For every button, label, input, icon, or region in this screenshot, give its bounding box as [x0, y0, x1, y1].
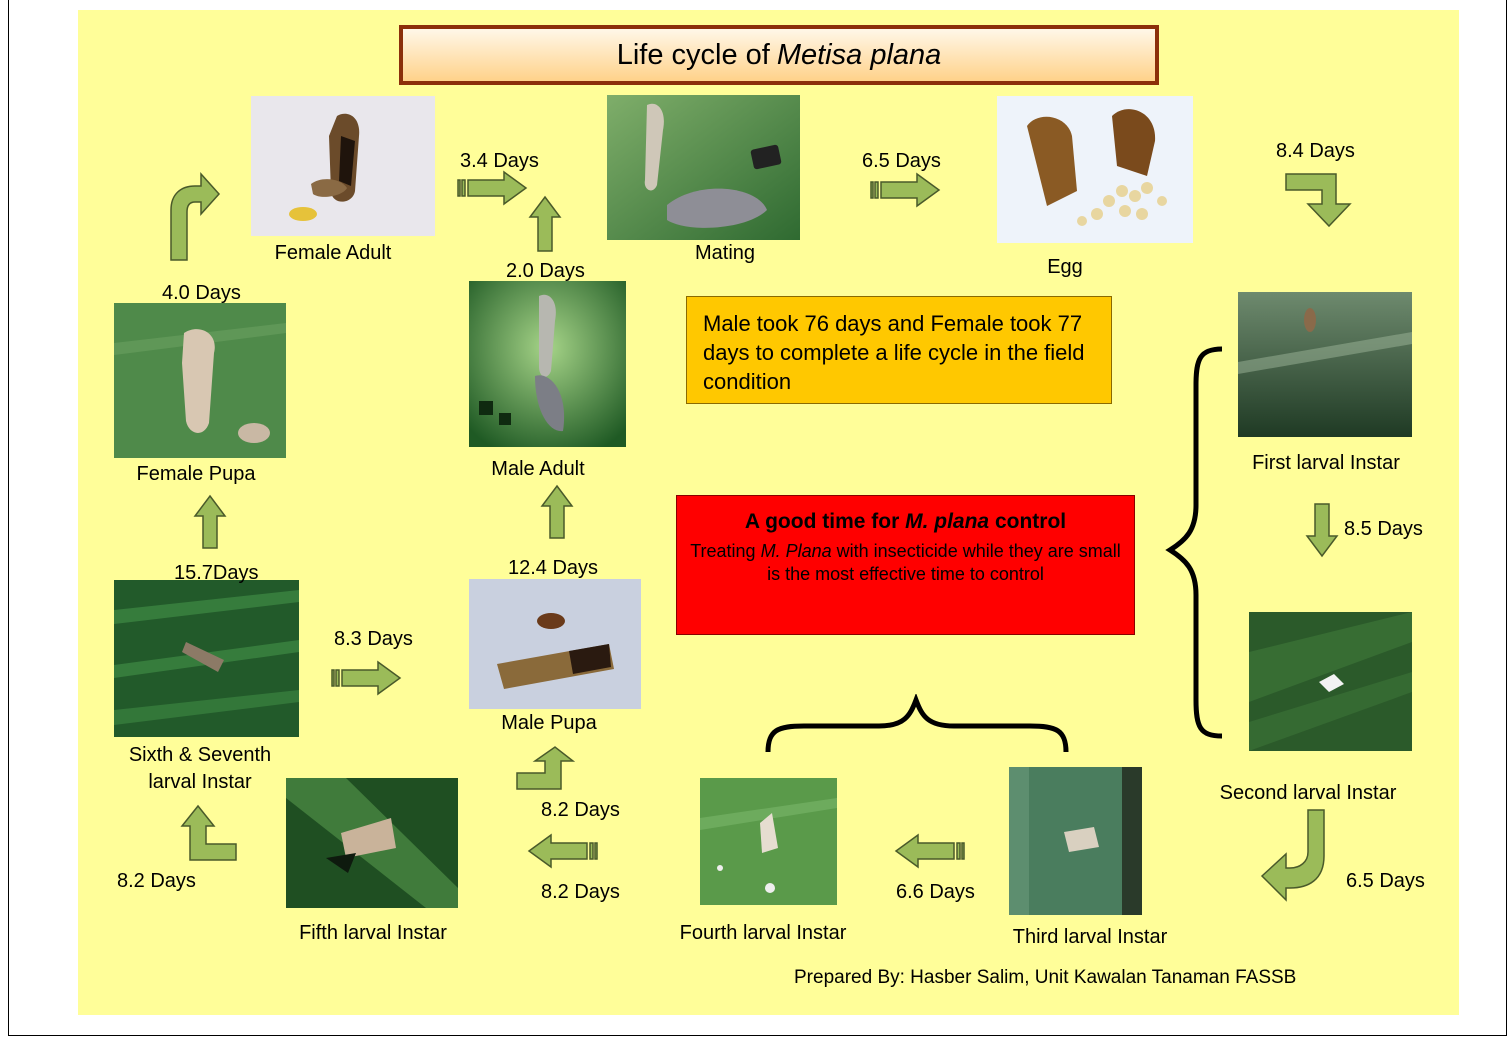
duration-mating-to-egg: 6.5 Days [862, 150, 941, 173]
life-cycle-duration-note: Male took 76 days and Female took 77 day… [686, 296, 1112, 404]
sixth-seventh-instar-photo [114, 580, 299, 737]
duration-sixth-to-female-pupa: 15.7Days [174, 562, 259, 585]
duration-male-pupa-to-adult: 12.4 Days [508, 557, 598, 580]
female-pupa-photo [114, 303, 286, 458]
control-heading-species: M. plana [905, 510, 989, 533]
striped-right-arrow-icon [869, 172, 943, 208]
credit-line: Prepared By: Hasber Salim, Unit Kawalan … [794, 967, 1296, 989]
up-arrow-icon [540, 484, 574, 540]
second-instar-photo [1249, 612, 1412, 751]
control-timing-box: A good time for M. plana control Treatin… [676, 495, 1135, 635]
stage-label-sixth-seventh-line2: larval Instar [100, 771, 300, 794]
striped-right-arrow-icon [330, 660, 404, 696]
bent-down-arrow-icon [1284, 172, 1356, 228]
right-brace-icon [1164, 345, 1228, 740]
striped-left-arrow-icon [892, 833, 966, 869]
curved-up-right-arrow-icon [165, 170, 221, 262]
poster-title: Life cycle of Metisa plana [399, 25, 1159, 85]
stage-label-female-adult: Female Adult [251, 242, 415, 265]
duration-fifth-to-sixth: 8.2 Days [117, 870, 196, 893]
bent-up-left-arrow-icon [180, 804, 238, 862]
title-prefix: Life cycle of [617, 39, 770, 72]
control-heading-post: control [995, 510, 1066, 533]
up-arrow-icon [528, 195, 562, 253]
duration-first-to-second: 8.5 Days [1344, 518, 1423, 541]
duration-second-to-third: 6.5 Days [1346, 870, 1425, 893]
duration-third-to-fourth: 6.6 Days [896, 881, 975, 904]
bent-up-arrow-icon [515, 745, 575, 791]
control-box-body: Treating M. Plana with insecticide while… [677, 540, 1134, 586]
title-species: Metisa plana [777, 39, 941, 72]
third-instar-photo [1009, 767, 1142, 915]
stage-label-female-pupa: Female Pupa [110, 463, 282, 486]
control-body-species: M. Plana [761, 541, 832, 561]
stage-label-egg: Egg [1030, 256, 1100, 279]
duration-fifth-to-male-pupa: 8.2 Days [541, 799, 620, 822]
control-body-pre: Treating [690, 541, 755, 561]
duration-egg-to-first: 8.4 Days [1276, 140, 1355, 163]
male-adult-photo [469, 281, 626, 447]
male-pupa-photo [469, 579, 641, 709]
stage-label-third-instar: Third larval Instar [990, 926, 1190, 949]
stage-label-first-instar: First larval Instar [1226, 452, 1426, 475]
stage-label-male-adult: Male Adult [465, 458, 611, 481]
striped-right-arrow-icon [456, 170, 530, 206]
duration-fourth-to-fifth: 8.2 Days [541, 881, 620, 904]
down-arrow-icon [1305, 502, 1339, 558]
female-adult-photo [251, 96, 435, 236]
striped-left-arrow-icon [525, 833, 599, 869]
stage-label-male-pupa: Male Pupa [465, 712, 633, 735]
stage-label-fourth-instar: Fourth larval Instar [660, 922, 866, 945]
control-heading-pre: A good time for [745, 510, 899, 533]
up-arrow-icon [193, 494, 227, 550]
top-brace-icon [764, 694, 1070, 756]
stage-label-mating: Mating [670, 242, 780, 265]
fourth-instar-photo [700, 778, 837, 905]
curved-down-left-arrow-icon [1260, 808, 1330, 902]
control-box-heading: A good time for M. plana control [677, 510, 1134, 534]
stage-label-sixth-seventh-line1: Sixth & Seventh [100, 744, 300, 767]
duration-male-adult-to-mating: 2.0 Days [506, 260, 585, 283]
egg-photo [997, 96, 1193, 243]
duration-sixth-to-male-pupa: 8.3 Days [334, 628, 413, 651]
stage-label-fifth-instar: Fifth larval Instar [275, 922, 471, 945]
stage-label-second-instar: Second larval Instar [1198, 782, 1418, 805]
fifth-instar-photo [286, 778, 458, 908]
mating-photo [607, 95, 800, 240]
duration-female-pupa-to-adult: 4.0 Days [162, 282, 241, 305]
first-instar-photo [1238, 292, 1412, 437]
